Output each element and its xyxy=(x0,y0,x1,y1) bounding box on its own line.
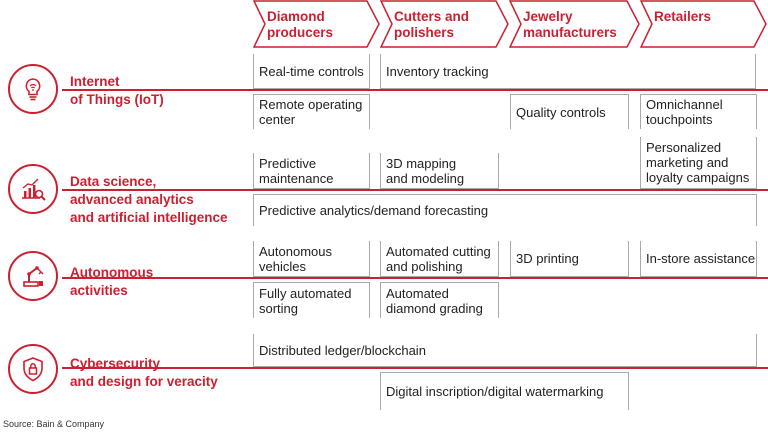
cell-text: In-store assistance xyxy=(646,251,756,266)
column-label-line-1: Jewelry xyxy=(523,9,573,24)
cell-text-line-2: diamond grading xyxy=(386,300,483,316)
cell-distributed-ledger: Distributed ledger/blockchain xyxy=(253,334,757,367)
cell-digital-inscription: Digital inscription/digital watermarking xyxy=(380,372,629,410)
cell-quality-controls: Quality controls xyxy=(510,94,629,129)
lightbulb-icon xyxy=(25,78,41,101)
cell-text: Distributed ledger/blockchain xyxy=(259,342,426,358)
column-label-line-2: polishers xyxy=(394,25,455,40)
chevron-shape xyxy=(509,0,640,48)
cell-in-store-assistance: In-store assistance xyxy=(640,241,757,277)
row-title-data-science: Data science, advanced analytics and artif… xyxy=(70,173,228,227)
column-label-line-2: manufacturers xyxy=(523,25,617,40)
shield-lock-icon xyxy=(23,357,43,382)
row-divider-data-science xyxy=(62,189,768,191)
column-header-retailers: Retailers xyxy=(640,0,768,48)
cell-predictive-analytics: Predictive analytics/demand forecasting xyxy=(253,194,757,226)
cell-text-line-1: Automated xyxy=(386,285,449,301)
column-label-line-2: producers xyxy=(267,25,334,40)
cell-real-time-controls: Real-time controls xyxy=(253,54,370,89)
cell-text-line-2: sorting xyxy=(259,300,299,316)
row-title-autonomous: Autonomous activities xyxy=(70,264,153,300)
cell-text-line-1: Fully automated xyxy=(259,285,352,301)
row-icon-circle-iot xyxy=(8,64,58,114)
row-icon-circle-autonomous xyxy=(8,251,58,301)
row-divider-autonomous xyxy=(62,277,768,279)
cell-text: Real-time controls xyxy=(259,63,364,79)
cell-text-line-2: maintenance xyxy=(259,170,334,186)
cell-text-line-2: touchpoints xyxy=(646,112,713,127)
row-title-line-1: Data science, xyxy=(70,174,157,189)
chevron-shape xyxy=(640,0,767,48)
cell-text-line-1: Autonomous xyxy=(259,243,332,259)
column-label-line-1: Diamond xyxy=(267,9,325,24)
cell-text-line-2: and polishing xyxy=(386,258,463,274)
row-title-line-1: Autonomous xyxy=(70,265,154,280)
row-title-cybersecurity: Cybersecurity and design for veracity xyxy=(70,355,218,391)
cell-text-line-1: Automated cutting xyxy=(386,243,491,259)
row-title-iot: Internet of Things (IoT) xyxy=(70,73,164,109)
cell-text: 3D printing xyxy=(516,251,579,266)
row-title-line-2: and design for veracity xyxy=(70,374,218,389)
cell-inventory-tracking: Inventory tracking xyxy=(380,54,756,89)
robot-arm-icon xyxy=(23,266,44,287)
row-divider-cybersecurity xyxy=(62,367,768,369)
cell-text: Quality controls xyxy=(516,104,606,120)
analytics-chart-icon xyxy=(22,178,46,201)
chevron-shape xyxy=(380,0,509,48)
cell-3d-printing: 3D printing xyxy=(510,241,629,277)
row-divider-iot xyxy=(62,89,768,91)
cell-text-line-1: Remote operating xyxy=(259,97,363,112)
cell-text: Inventory tracking xyxy=(386,63,489,79)
source-note: Source: Bain & Company xyxy=(3,419,105,429)
column-label-line-1: Retailers xyxy=(654,9,712,24)
cell-text-line-1: Omnichannel xyxy=(646,97,723,112)
cell-text: Predictive analytics/demand forecasting xyxy=(259,203,489,218)
row-title-line-1: Cybersecurity xyxy=(70,356,161,371)
cell-text-line-2: vehicles xyxy=(259,258,306,274)
column-label-line-1: Cutters and xyxy=(394,9,470,24)
chevron-shape xyxy=(253,0,380,48)
cell-text-line-2: center xyxy=(259,112,296,127)
cell-text: Digital inscription/digital watermarking xyxy=(386,384,604,399)
cell-text-line-1: 3D mapping xyxy=(386,155,457,171)
row-title-line-2: advanced analytics xyxy=(70,192,194,207)
row-title-line-1: Internet xyxy=(70,74,120,89)
row-title-line-2: of Things (IoT) xyxy=(70,92,164,107)
cell-text-line-2: marketing and xyxy=(646,155,729,170)
cell-text-line-3: loyalty campaigns xyxy=(646,170,750,185)
row-icon-circle-data-science xyxy=(8,164,58,214)
row-title-line-3: and artificial intelligence xyxy=(70,210,228,225)
cell-text-line-1: Personalized xyxy=(646,140,722,155)
row-title-line-2: activities xyxy=(70,283,128,298)
cell-text-line-1: Predictive xyxy=(259,155,317,171)
row-icon-circle-cybersecurity xyxy=(8,344,58,394)
cell-text-line-2: and modeling xyxy=(386,170,465,186)
